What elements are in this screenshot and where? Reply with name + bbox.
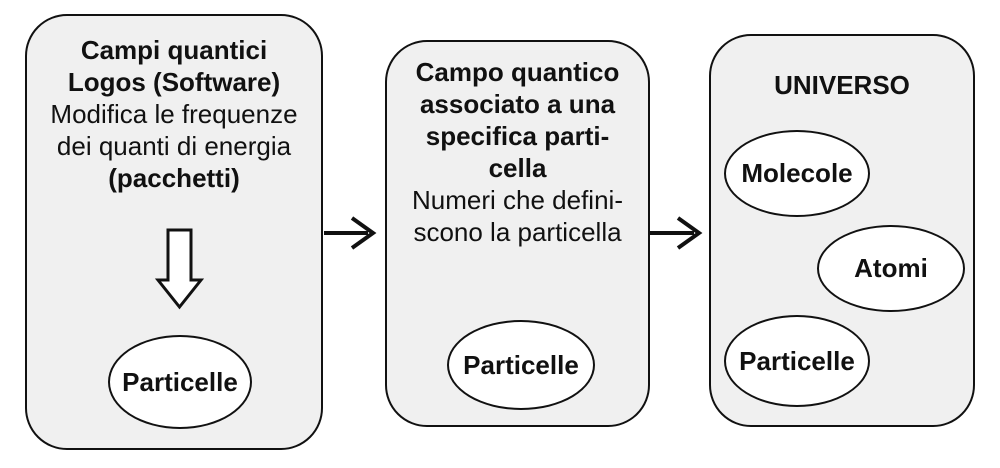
text-line: (pacchetti) — [108, 163, 240, 193]
ellipse-particelle-1: Particelle — [108, 335, 252, 429]
text-line: cella — [488, 153, 547, 183]
box-campo-quantico-text: Campo quantico associato a una specifica… — [387, 42, 648, 248]
down-arrow-icon — [154, 228, 205, 310]
ellipse-label: Particelle — [122, 366, 238, 397]
box-campo-quantico: Campo quantico associato a una specifica… — [385, 40, 650, 427]
text-line: dei quanti di energia — [56, 131, 292, 161]
ellipse-molecole: Molecole — [724, 130, 870, 217]
text-line: Modifica le frequenze — [50, 99, 298, 129]
box-universo-text: UNIVERSO — [711, 36, 973, 101]
text-line: specifica parti- — [425, 121, 610, 151]
text-line: scono la particella — [413, 217, 622, 247]
text-line: Campi quantici — [80, 35, 268, 65]
text-line: Campo quantico — [415, 57, 620, 87]
text-line: Numeri che defini- — [412, 185, 623, 215]
box-campi-quantici-text: Campi quantici Logos (Software) Modifica… — [27, 16, 321, 194]
right-arrow-icon — [650, 216, 703, 250]
box-campi-quantici: Campi quantici Logos (Software) Modifica… — [25, 14, 323, 450]
text-line: associato a una — [419, 89, 616, 119]
ellipse-label: Molecole — [741, 158, 853, 188]
ellipse-label: Atomi — [854, 253, 928, 283]
ellipse-label: Particelle — [739, 345, 855, 376]
text-line: Logos (Software) — [67, 67, 281, 97]
ellipse-particelle-3: Particelle — [724, 315, 870, 407]
box-universo: UNIVERSO Molecole Atomi Particelle — [709, 34, 975, 427]
ellipse-label: Particelle — [463, 349, 579, 380]
right-arrow-icon — [324, 216, 377, 250]
box-universo-title: UNIVERSO — [774, 70, 910, 100]
ellipse-atomi: Atomi — [817, 225, 965, 312]
ellipse-particelle-2: Particelle — [447, 320, 595, 410]
